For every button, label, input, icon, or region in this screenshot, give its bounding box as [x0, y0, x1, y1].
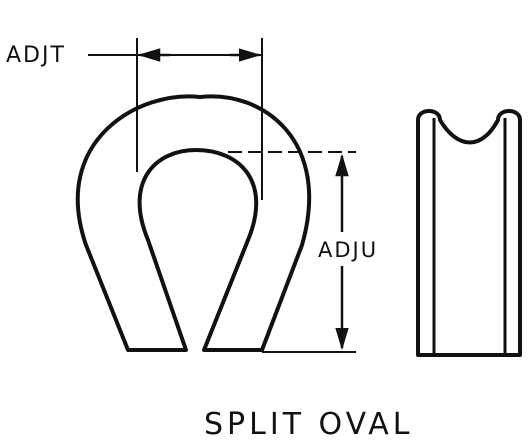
split-oval-front-view: [75, 94, 312, 352]
height-label: ADJU: [318, 238, 378, 262]
figure-caption: SPLIT OVAL: [204, 407, 413, 442]
height-dimension: ADJU: [228, 151, 378, 353]
split-oval-side-view: [416, 109, 522, 357]
thickness-dimension: ADJT: [6, 38, 263, 200]
thickness-label: ADJT: [6, 43, 66, 68]
side-view-outline: [416, 109, 522, 357]
